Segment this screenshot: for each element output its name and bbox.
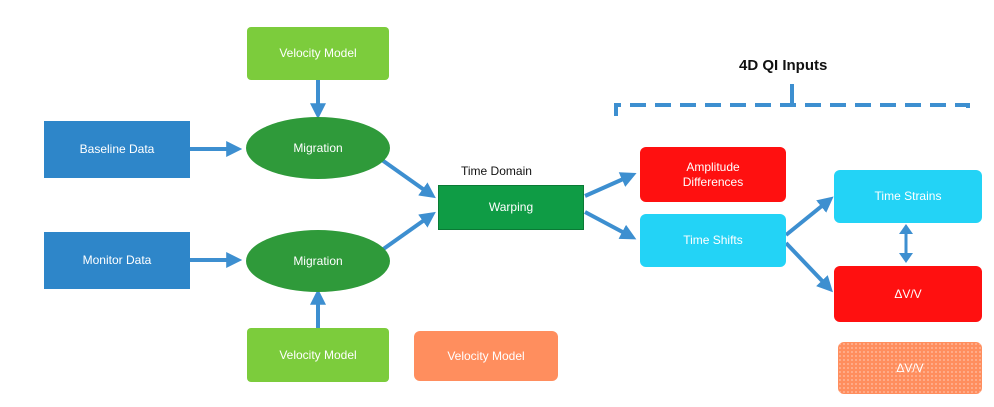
migration-top-label: Migration [293, 140, 343, 155]
baseline-data-label: Baseline Data [79, 142, 155, 156]
arrow-warping-to-amplitude [584, 172, 637, 198]
baseline-data-box: Baseline Data [44, 121, 190, 178]
velocity-model-orange-label: Velocity Model [447, 348, 525, 363]
migration-bottom-label: Migration [293, 253, 343, 268]
arrow-time-shifts-to-dv-v [784, 241, 833, 293]
velocity-model-bottom-box: Velocity Model [247, 328, 389, 382]
arrow-time-shifts-to-time-strains [784, 196, 834, 237]
arrow-warping-to-time-shifts [584, 210, 637, 240]
qi-inputs-title: 4D QI Inputs [739, 57, 828, 74]
time-shifts-box: Time Shifts [640, 214, 786, 267]
qi-inputs-bracket [614, 103, 970, 116]
velocity-model-orange-box: Velocity Model [414, 331, 558, 381]
warping-box: Warping [438, 185, 584, 230]
monitor-data-box: Monitor Data [44, 232, 190, 289]
time-strains-label: Time Strains [874, 189, 942, 203]
migration-top-oval: Migration [246, 117, 390, 179]
arrow-migration-top-to-warping [380, 158, 436, 199]
dv-v-orange-label: ΔV/V [896, 360, 924, 375]
time-domain-label: Time Domain [461, 164, 532, 178]
arrow-strains-dvv-head-down [899, 253, 913, 263]
velocity-model-top-box: Velocity Model [247, 27, 389, 80]
dv-v-red-box: ΔV/V [834, 266, 982, 322]
arrow-strains-dvv-head-up [899, 224, 913, 234]
amplitude-differences-box: Amplitude Differences [640, 147, 786, 202]
time-shifts-label: Time Shifts [683, 233, 743, 247]
dv-v-orange-box: ΔV/V [838, 342, 982, 394]
warping-label: Warping [488, 200, 534, 214]
amplitude-differences-label: Amplitude Differences [682, 159, 744, 189]
velocity-model-top-label: Velocity Model [279, 46, 357, 60]
arrow-migration-bottom-to-warping [380, 211, 436, 252]
dv-v-red-label: ΔV/V [894, 286, 922, 301]
migration-bottom-oval: Migration [246, 230, 390, 292]
time-strains-box: Time Strains [834, 170, 982, 223]
monitor-data-label: Monitor Data [82, 253, 152, 267]
velocity-model-bottom-label: Velocity Model [279, 347, 357, 362]
